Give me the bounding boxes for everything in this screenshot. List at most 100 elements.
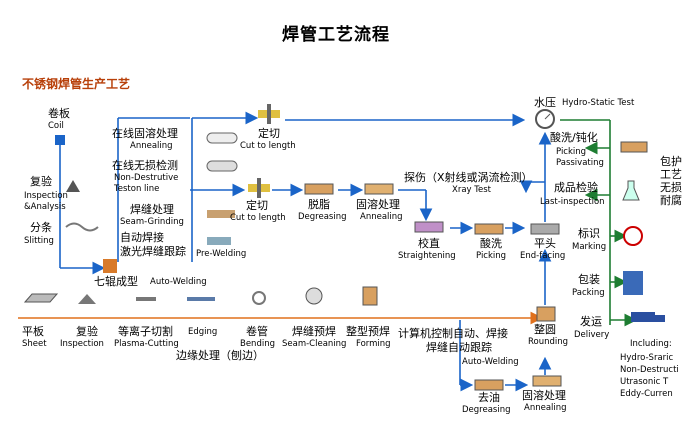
sheet-icon <box>24 293 58 303</box>
prewelding-label-en: Pre-Welding <box>196 249 247 259</box>
cnc-welding-label: 计算机控制自动、焊接 <box>398 327 508 340</box>
annealing-b-label: 固溶处理 <box>522 389 566 402</box>
rounding-label: 整圆 <box>534 323 556 336</box>
annealing-top-label: 固溶处理 <box>356 198 400 211</box>
pickling-label: 酸洗 <box>480 237 502 250</box>
hydro-gauge-icon <box>535 109 555 129</box>
marking-icon <box>623 226 643 246</box>
annealing-top-label-en: Annealing <box>360 212 403 222</box>
straightening-label-en: Straightening <box>398 251 456 261</box>
rounding-label-en: Rounding <box>528 337 569 347</box>
seam-clean-icon <box>305 287 323 305</box>
pickling-icon <box>474 223 504 235</box>
prewelding-icon <box>207 237 231 245</box>
annealing-furnace-icon <box>364 183 394 195</box>
cnc-welding-label-en: Auto-Welding <box>462 357 519 367</box>
grinding-icon <box>207 210 235 218</box>
slitting-label-en: Slitting <box>24 236 54 246</box>
bending-label-en: Bending <box>240 339 275 349</box>
hydro-label-en: Hydro-Static Test <box>562 98 635 108</box>
analysis-label-en: &Analysis <box>24 202 66 212</box>
forming-icon <box>362 286 378 306</box>
end-facing-label-en: End-facing <box>520 251 566 261</box>
packing-label-en: Packing <box>572 288 605 298</box>
seam-cleaning-label: 焊缝预焊 <box>292 325 336 338</box>
hydro-label: 水压 <box>534 96 556 109</box>
annealing-b-icon <box>532 375 562 387</box>
annealing-online-label-en: Annealing <box>130 141 173 151</box>
degreasing-top-label-en: Degreasing <box>298 212 347 222</box>
seam-cleaning-label-en: Seam-Cleaning <box>282 339 347 349</box>
coil-icon <box>55 135 65 145</box>
note-line-3: 无损 <box>660 181 682 194</box>
laser-tracking-label: 激光焊缝跟踪 <box>120 245 186 258</box>
ndt-icon <box>206 160 238 172</box>
packing-icon <box>623 271 643 295</box>
xray-label: 探伤（X射线或涡流检测） <box>404 171 533 184</box>
page-title: 焊管工艺流程 <box>282 25 390 45</box>
cut-mid-label: 定切 <box>246 199 268 212</box>
ndt-online-label-en: Non-Destrutive <box>114 173 179 183</box>
cut-mid-label-en: Cut to length <box>230 213 286 223</box>
roll-forming-label-en: Auto-Welding <box>150 277 207 287</box>
including-head: Including: <box>630 339 672 349</box>
pickling-passivating-label: 酸洗/钝化 <box>550 131 598 144</box>
edging-icon <box>187 297 215 301</box>
forming-label: 整型预焊 <box>346 325 390 338</box>
note-line-4: 耐腐 <box>660 194 682 207</box>
degreasing-b-label-en: Degreasing <box>462 405 511 415</box>
annealing-online-label: 在线固溶处理 <box>112 127 178 140</box>
edging-label: 边缘处理（刨边） <box>176 349 264 362</box>
inspection-flask-icon <box>622 180 640 201</box>
slitting-icon <box>65 222 99 232</box>
forming-label-en: Forming <box>356 339 391 349</box>
cut-top-label-en: Cut to length <box>240 141 296 151</box>
rounding-icon <box>536 306 556 322</box>
roll-forming-label: 七辊成型 <box>94 275 138 288</box>
slitting-label: 分条 <box>30 221 52 234</box>
including-item-2: Non-Destructi <box>620 365 679 375</box>
end-facing-icon <box>530 223 560 235</box>
bending-icon <box>252 291 266 305</box>
marking-label-en: Marking <box>572 242 607 252</box>
delivery-label-en: Delivery <box>574 330 610 340</box>
bending-label: 卷管 <box>246 325 268 338</box>
inspection-label: 复验 <box>30 175 52 188</box>
auto-welding-label: 自动焊接 <box>120 231 164 244</box>
ndt-online-label: 在线无损检测 <box>112 159 178 172</box>
degreasing-b-icon <box>474 379 504 391</box>
annealing-icon <box>206 132 238 144</box>
cut-icon-2 <box>248 178 270 198</box>
inspection-b-label-en: Inspection <box>60 339 104 349</box>
cut-icon <box>258 104 280 124</box>
flow-bottom-blue <box>459 248 552 392</box>
inspection-label-en: Inspection <box>24 191 68 201</box>
note-line-2: 工艺 <box>660 168 682 181</box>
degreasing-b-label: 去油 <box>478 391 500 404</box>
roll-forming-icon <box>103 259 117 273</box>
cut-top-label: 定切 <box>258 127 280 140</box>
sheet-label: 平板 <box>22 325 44 338</box>
coil-label-en: Coil <box>48 121 64 131</box>
end-facing-label: 平头 <box>534 237 556 250</box>
coil-label: 卷板 <box>48 107 70 120</box>
plasma-icon <box>136 297 156 301</box>
cnc-tracking-label: 焊缝自动跟踪 <box>426 341 492 354</box>
note-line-1: 包护 <box>660 155 682 168</box>
pickling-label-en: Picking <box>476 251 507 261</box>
annealing-b-label-en: Annealing <box>524 403 567 413</box>
flow-top-left <box>59 111 552 275</box>
truck-icon <box>631 312 665 322</box>
last-inspection-label: 成品检验 <box>554 181 598 194</box>
delivery-label: 发运 <box>580 315 602 328</box>
including-item-3: Utrasonic T <box>620 377 669 387</box>
plasma-label-en: Plasma-Cutting <box>114 339 179 349</box>
inspection-icon <box>66 180 80 192</box>
degreasing-icon <box>304 183 334 195</box>
seam-grinding-label: 焊缝处理 <box>130 203 174 216</box>
pickling-passivating-label-en: Picking <box>556 147 587 157</box>
degreasing-top-label: 脱脂 <box>308 198 330 211</box>
passivating-label-en: Passivating <box>556 158 604 168</box>
